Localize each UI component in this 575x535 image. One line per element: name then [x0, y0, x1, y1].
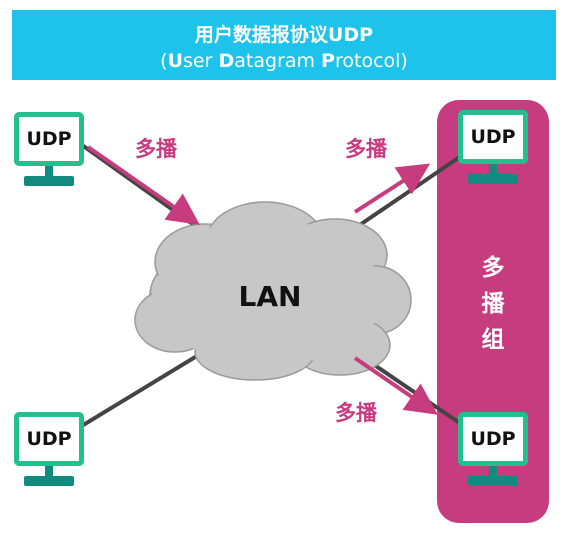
lan-label: LAN	[238, 280, 302, 313]
multicast-label-top: 多播	[345, 137, 387, 161]
host-bottom-left: UDP	[14, 412, 84, 492]
link-bottom-left	[73, 343, 217, 432]
arrow-send	[86, 145, 200, 225]
arrow-to-top-member	[353, 163, 431, 214]
host-top-right: UDP	[458, 110, 528, 190]
arrow-to-bottom-member	[353, 356, 438, 415]
banner-subtitle: (User Datagram Protocol)	[160, 50, 408, 72]
monitor-icon: UDP	[458, 412, 528, 466]
title-banner: 用户数据报协议UDP (User Datagram Protocol)	[12, 10, 556, 80]
multicast-group-label: 多 播 组	[481, 255, 505, 353]
banner-title: 用户数据报协议UDP	[194, 24, 374, 46]
host-bottom-right: UDP	[458, 412, 528, 492]
multicast-label-bottom: 多播	[335, 401, 377, 425]
monitor-icon: UDP	[14, 112, 84, 166]
lan-cloud	[134, 201, 412, 381]
multicast-label-send: 多播	[135, 137, 177, 161]
monitor-icon: UDP	[14, 412, 84, 466]
host-top-left: UDP	[14, 112, 84, 192]
monitor-icon: UDP	[458, 110, 528, 164]
